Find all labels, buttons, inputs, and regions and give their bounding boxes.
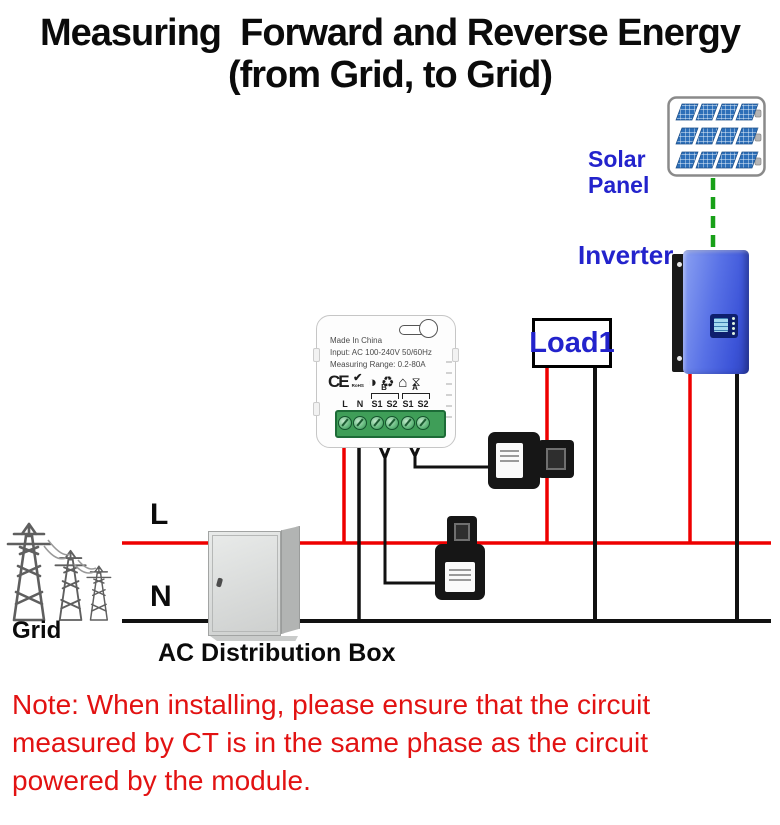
mount-tab-icon	[313, 402, 320, 416]
module-spec-line: Made In China	[330, 336, 383, 345]
ac-distribution-box-label: AC Distribution Box	[158, 639, 396, 667]
inverter-led	[732, 327, 735, 330]
ct-label-sticker	[445, 562, 475, 592]
page-title: Measuring Forward and Reverse Energy (fr…	[39, 12, 741, 96]
terminal-label-s2a: S2	[417, 399, 429, 409]
load1-box: Load1	[529, 318, 615, 368]
terminal-block	[335, 410, 446, 438]
keyhole-icon	[419, 319, 438, 338]
green-dot-icon: ◑	[367, 373, 377, 391]
solar-panel-label: Solar Panel	[588, 146, 650, 198]
weee-bin-icon: ⧖	[411, 374, 421, 389]
group-a-label: A	[412, 383, 418, 392]
mount-tab-icon	[313, 348, 320, 362]
terminal-screw	[370, 416, 384, 430]
energy-meter-module: Made In China Input: AC 100-240V 50/60Hz…	[313, 315, 459, 448]
box-door	[212, 535, 278, 632]
box-side	[281, 526, 300, 634]
wire-ct-b	[375, 439, 437, 585]
terminal-label-s1a: S1	[402, 399, 414, 409]
mount-tab-icon	[452, 348, 459, 362]
inverter-led	[732, 317, 735, 320]
ct-jaw-opening	[546, 448, 566, 470]
inverter-body	[683, 250, 749, 374]
terminal-screw	[353, 416, 367, 430]
terminal-screw	[385, 416, 399, 430]
terminal-screw	[401, 416, 415, 430]
rohs-text: RoHS	[351, 383, 364, 388]
distribution-box-icon	[208, 526, 304, 641]
screw-hole-icon	[677, 262, 682, 267]
rohs-check: ✔	[353, 372, 363, 384]
inverter-led	[732, 322, 735, 325]
house-icon: ⌂	[398, 373, 408, 391]
neutral-line-label: N	[150, 580, 172, 613]
solar-panel-icon	[667, 96, 766, 177]
terminal-label-s1b: S1	[371, 399, 383, 409]
rohs-icon: ✔ RoHS	[351, 372, 364, 389]
module-spec-line: Measuring Range: 0.2-80A	[330, 360, 426, 369]
ce-mark-icon: CE	[328, 372, 350, 391]
module-specs: Made In China Input: AC 100-240V 50/60Hz…	[330, 335, 432, 371]
group-a-bracket	[402, 393, 430, 399]
ct-label-sticker	[496, 443, 523, 478]
load1-label: Load1	[529, 326, 615, 359]
inverter-label: Inverter	[578, 240, 674, 270]
grid-label: Grid	[12, 617, 62, 644]
terminal-label-s2b: S2	[386, 399, 398, 409]
screw-hole-icon	[677, 356, 682, 361]
box-base	[210, 636, 298, 641]
group-b-bracket	[371, 393, 399, 399]
grid-towers-icon	[6, 522, 112, 622]
terminal-label-l: L	[342, 399, 348, 409]
inverter-led	[732, 332, 735, 335]
inverter-lcd	[714, 318, 728, 332]
terminal-screw	[338, 416, 352, 430]
terminal-screw	[416, 416, 430, 430]
ct-clamp-a-icon	[488, 430, 578, 490]
ct-jaw-opening	[454, 523, 470, 541]
live-line-label: L	[150, 498, 169, 531]
heatsink-notches	[446, 352, 452, 426]
ct-clamp-b-icon	[435, 516, 495, 606]
terminal-label-n: N	[356, 399, 364, 409]
certification-icons: CE ✔ RoHS ◑ ♻ ⌂ ⧖	[328, 370, 446, 394]
inverter-icon	[670, 248, 752, 376]
group-b-label: B	[381, 383, 387, 392]
installation-note: Note: When installing, please ensure tha…	[12, 689, 651, 796]
module-spec-line: Input: AC 100-240V 50/60Hz	[330, 348, 432, 357]
recycle-icon: ♻	[380, 374, 395, 391]
